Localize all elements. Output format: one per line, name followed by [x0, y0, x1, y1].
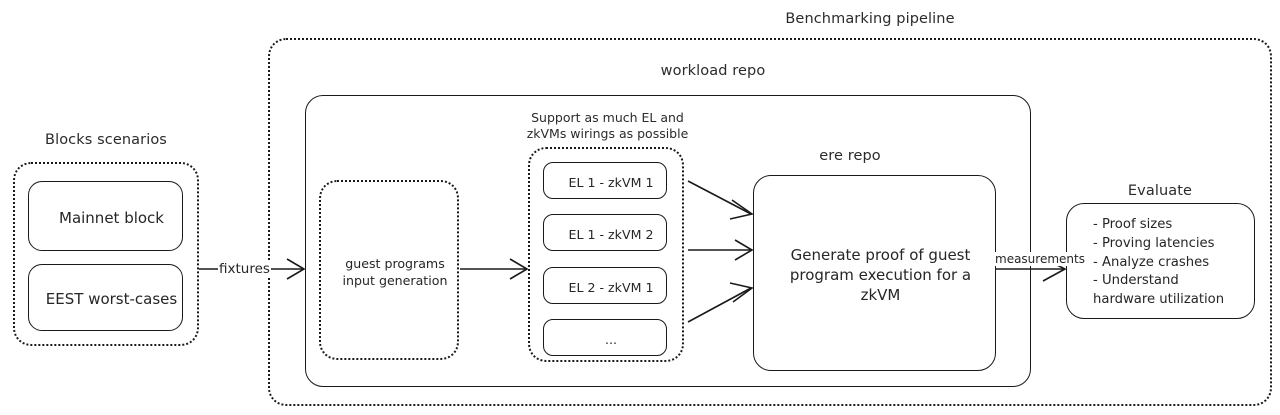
node-ere-repo[interactable]: Generate proof of guest program executio… [753, 175, 996, 371]
node-guest-programs-input-generation[interactable]: guest programs input generation [319, 180, 459, 360]
node-eest-worst-cases[interactable]: EEST worst-cases [28, 264, 183, 331]
node-evaluate-label: - Proof sizes - Proving latencies - Anal… [1093, 217, 1225, 308]
node-el1-zkvm2[interactable]: EL 1 - zkVM 2 [543, 214, 667, 251]
wirings-boundary [528, 147, 684, 362]
benchmarking-pipeline-boundary [268, 38, 1272, 406]
node-wirings-more-label: ... [604, 332, 617, 347]
blocks-scenarios-title: Blocks scenarios [45, 132, 167, 148]
node-el1-zkvm1[interactable]: EL 1 - zkVM 1 [543, 162, 667, 199]
node-el2-zkvm1[interactable]: EL 2 - zkVM 1 [543, 267, 667, 304]
evaluate-title: Evaluate [1127, 183, 1193, 199]
node-el2-zkvm1-label: EL 2 - zkVM 1 [568, 280, 654, 295]
wirings-caption: Support as much EL and zkVMs wirings as … [526, 110, 689, 141]
edge-label-fixtures: fixtures [218, 261, 271, 277]
node-el1-zkvm2-label: EL 1 - zkVM 2 [568, 227, 654, 242]
node-guest-programs-input-generation-label: guest programs input generation [342, 256, 448, 288]
ere-repo-title: ere repo [819, 148, 881, 164]
node-ere-repo-label: Generate proof of guest program executio… [789, 245, 972, 305]
diagram-title: Benchmarking pipeline [785, 11, 955, 27]
node-evaluate[interactable]: - Proof sizes - Proving latencies - Anal… [1066, 203, 1255, 319]
node-eest-worst-cases-label: EEST worst-cases [45, 290, 178, 309]
node-mainnet-block-label: Mainnet block [59, 208, 164, 227]
node-el1-zkvm1-label: EL 1 - zkVM 1 [568, 175, 654, 190]
node-mainnet-block[interactable]: Mainnet block [28, 181, 183, 251]
node-wirings-more[interactable]: ... [543, 319, 667, 356]
workload-repo-boundary [305, 95, 1031, 387]
edge-label-measurements: measurements [994, 252, 1086, 266]
blocks-scenarios-boundary [13, 162, 199, 346]
workload-repo-title: workload repo [660, 63, 766, 79]
